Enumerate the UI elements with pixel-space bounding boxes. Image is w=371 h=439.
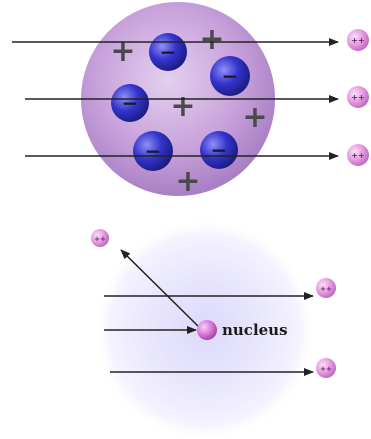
alpha-particle-label: ++ [351,151,364,160]
electron-sign: − [160,40,177,64]
electron: − [210,56,250,96]
rutherford-atom-model: ++ nucleus ++ ++ [91,218,336,439]
electron-sign: − [222,64,239,88]
electron: − [200,131,238,169]
nucleus-label: nucleus [222,321,288,339]
electron-sign: − [122,91,139,115]
electron-sign: − [211,138,228,162]
alpha-particle: ++ [347,144,369,166]
electron: − [133,131,173,171]
positive-charge-sign: + [170,89,195,124]
positive-charge-sign: + [242,100,267,135]
alpha-particle-label: ++ [94,235,106,243]
alpha-particle: ++ [316,358,336,378]
thomson-atom-model: − − − − − [12,2,369,199]
positive-charge-sign: + [199,22,224,57]
alpha-particle-label: ++ [320,285,332,293]
nucleus [197,320,217,340]
alpha-particle: ++ [347,86,369,108]
positive-charge-sign: + [110,34,135,69]
electron-sign: − [145,139,162,163]
alpha-particle: ++ [316,278,336,298]
alpha-particle-label: ++ [351,93,364,102]
alpha-particle-label: ++ [320,365,332,373]
alpha-particle-label: ++ [351,36,364,45]
alpha-particle: ++ [91,229,109,247]
electron: − [111,84,149,122]
positive-charge-sign: + [175,164,200,199]
electron: − [149,33,187,71]
alpha-particle: ++ [347,29,369,51]
